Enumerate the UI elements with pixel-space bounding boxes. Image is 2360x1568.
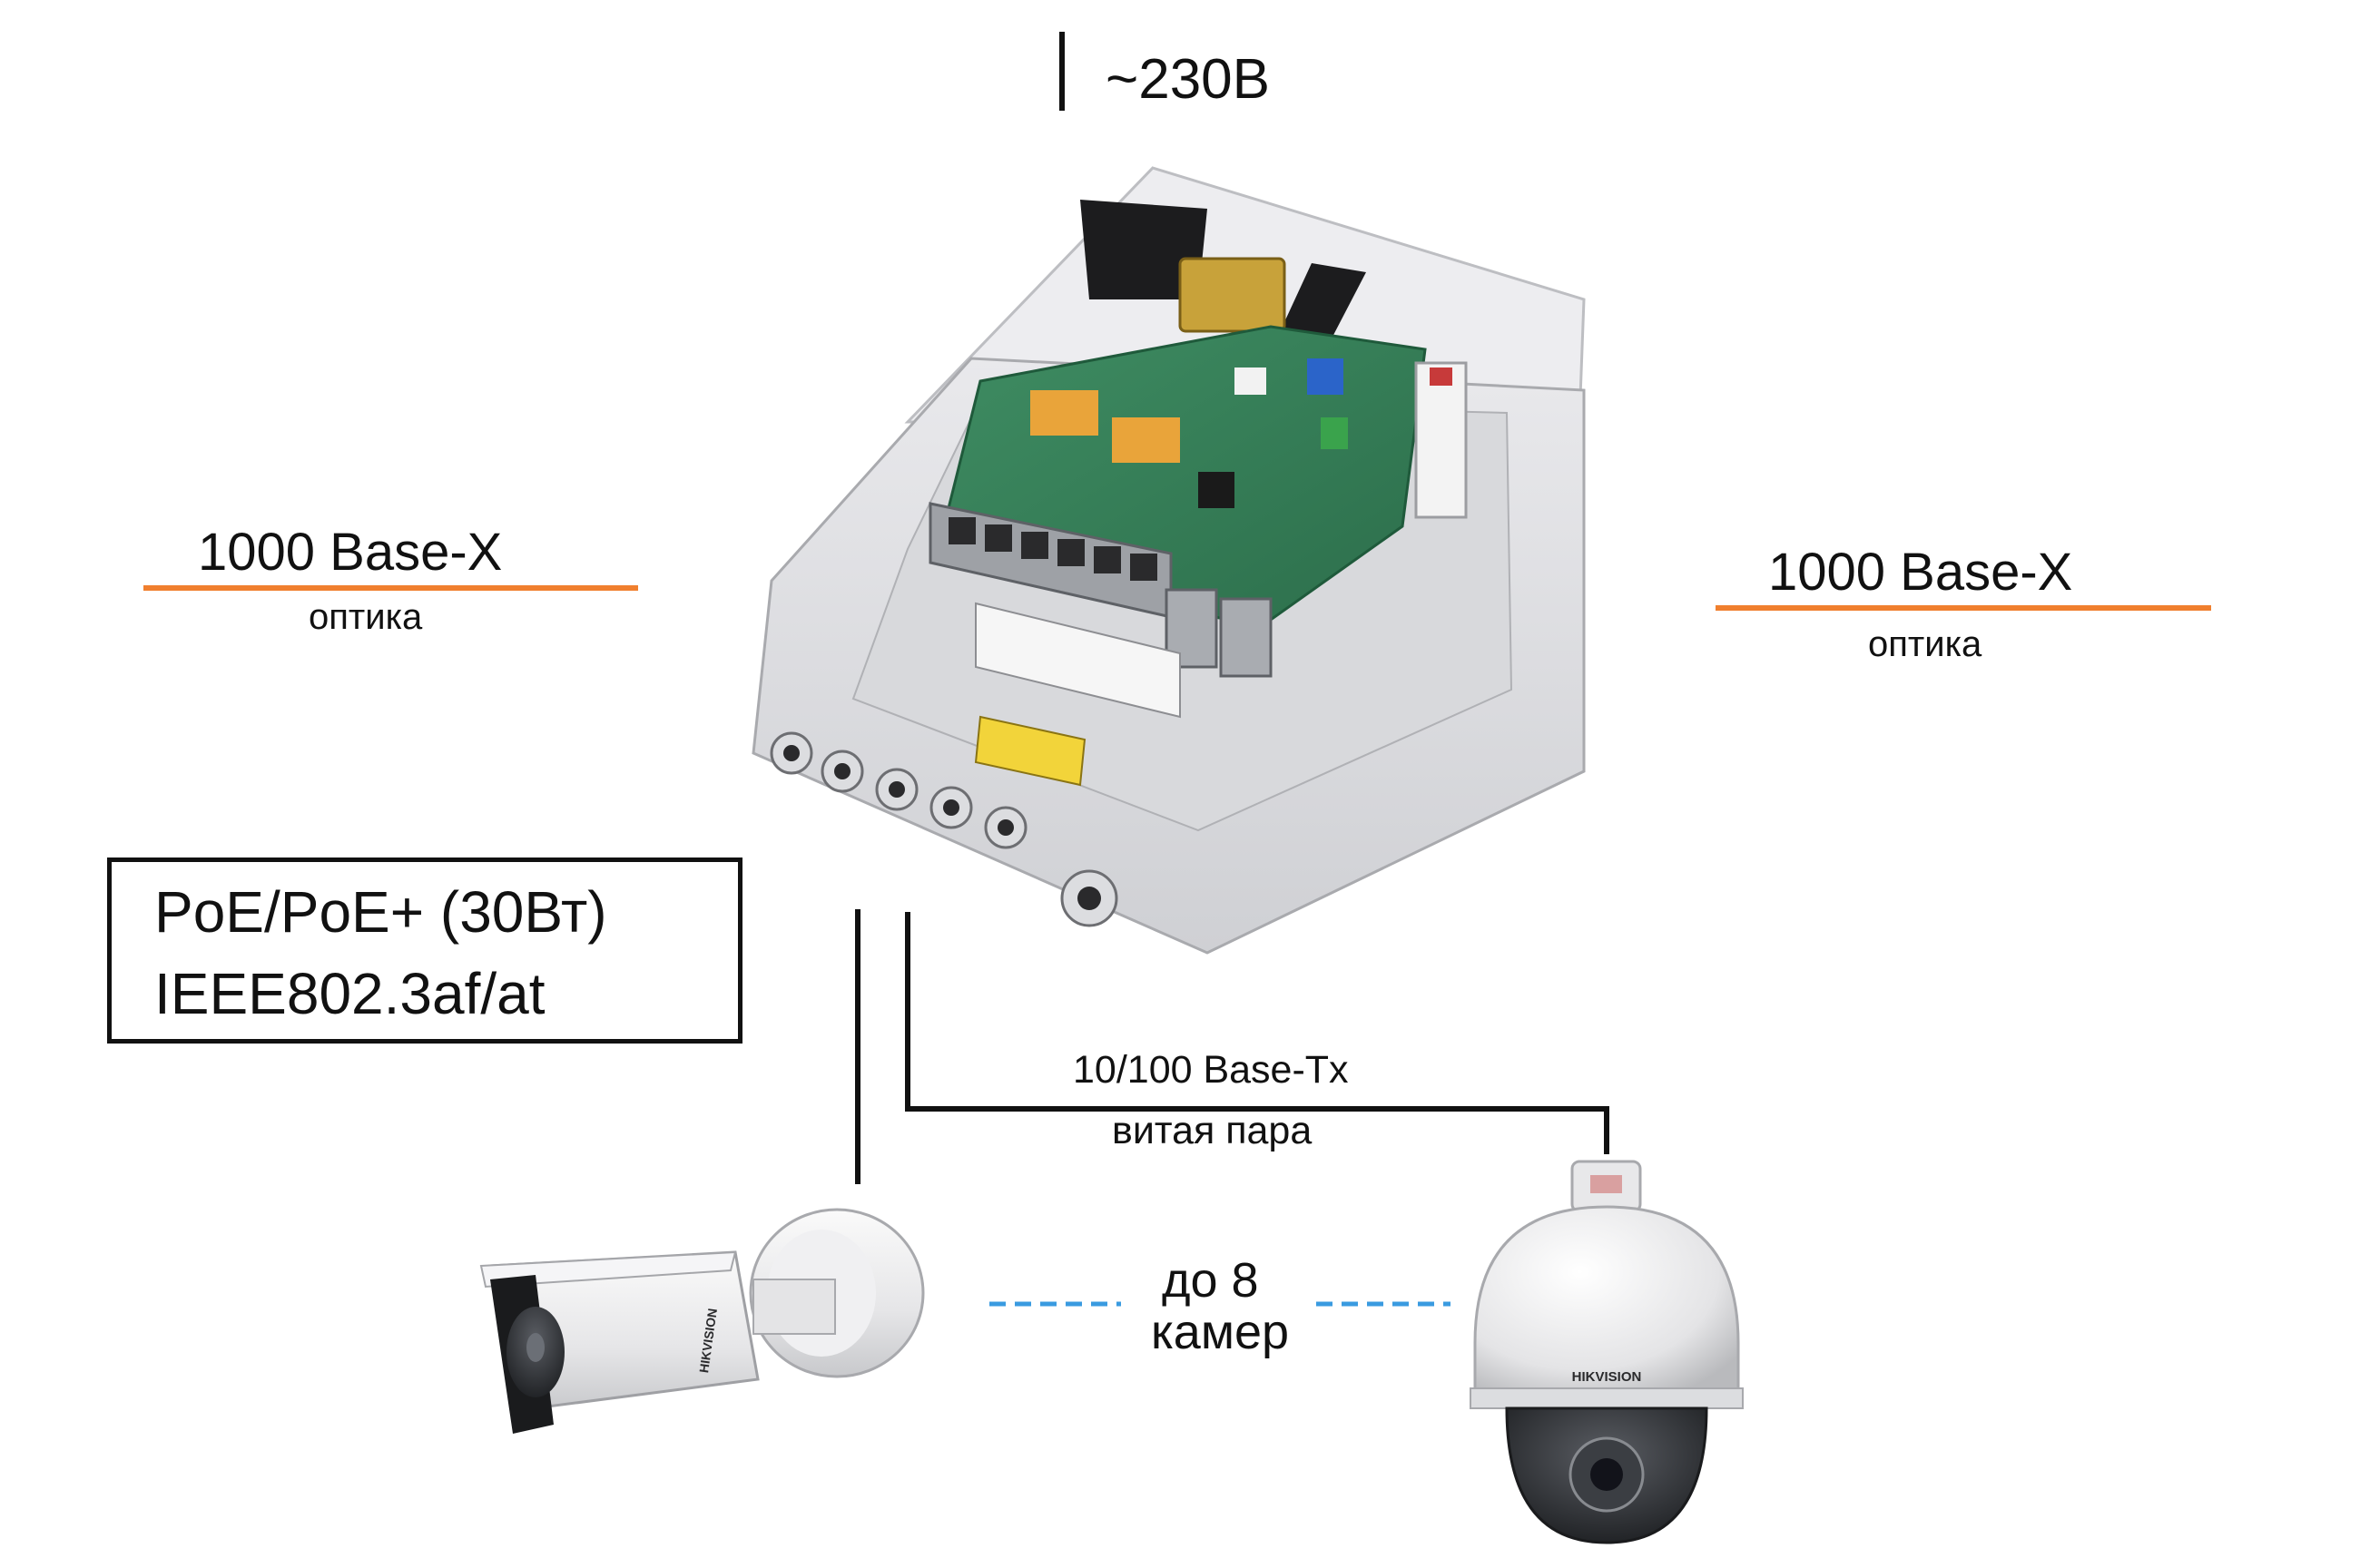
camera-count-line2: камер [1151,1305,1290,1359]
right-uplink-speed: 1000 Base-Х [1768,543,2073,602]
poe-standard-line2: IEEE802.3af/at [154,961,546,1026]
left-uplink-medium: оптика [309,597,423,637]
ptz-dome-camera-icon: HIKVISION [1470,1160,1744,1544]
ethernet-medium: витая пара [1112,1109,1313,1152]
power-label: ~230В [1106,48,1271,111]
left-uplink-speed: 1000 Base-Х [198,523,503,582]
bullet-camera-icon: HIKVISION [479,1208,925,1434]
right-uplink-medium: оптика [1868,624,1982,664]
ethernet-line-dome [905,912,1609,1154]
poe-standard-line1: PoE/PoE+ (30Вт) [154,879,607,945]
poe-info-box [107,858,742,1044]
camera-count-line1: до 8 [1162,1253,1259,1308]
ethernet-speed: 10/100 Base-Tx [1073,1048,1349,1092]
switch-enclosure-icon [752,166,1586,955]
dome-brand: HIKVISION [1572,1369,1642,1385]
